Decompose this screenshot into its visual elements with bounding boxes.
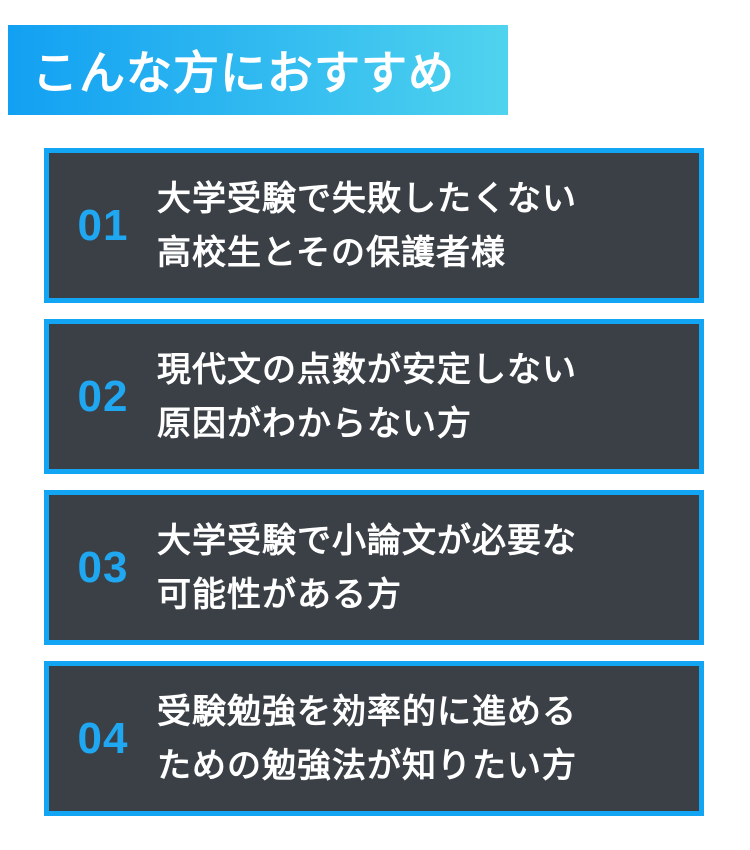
card-text-line: 受験勉強を効率的に進める [157,691,577,732]
card-text-line: 大学受験で小論文が必要な [157,520,577,561]
card-number: 01 [77,200,129,250]
card-text-line: 現代文の点数が安定しない [157,349,577,390]
card-text-line: 高校生とその保護者様 [157,232,506,273]
recommendation-list: 01 大学受験で失敗したくない 高校生とその保護者様 02 現代文の点数が安定し… [44,148,704,832]
card-text: 大学受験で小論文が必要な 可能性がある方 [157,514,577,622]
card-number: 04 [77,713,129,763]
recommendation-card-01: 01 大学受験で失敗したくない 高校生とその保護者様 [44,148,704,303]
recommendation-card-02: 02 現代文の点数が安定しない 原因がわからない方 [44,319,704,474]
page-title: こんな方におすすめ [32,46,455,100]
card-number: 02 [77,371,129,421]
card-text-line: 原因がわからない方 [157,403,472,444]
card-text-line: 可能性がある方 [157,574,402,615]
card-text: 現代文の点数が安定しない 原因がわからない方 [157,343,577,451]
card-text: 受験勉強を効率的に進める ための勉強法が知りたい方 [157,685,577,793]
recommendation-card-03: 03 大学受験で小論文が必要な 可能性がある方 [44,490,704,645]
recommendation-card-04: 04 受験勉強を効率的に進める ための勉強法が知りたい方 [44,661,704,816]
card-text-line: 大学受験で失敗したくない [157,178,577,219]
card-text-line: ための勉強法が知りたい方 [157,745,577,786]
card-number: 03 [77,542,129,592]
header-banner: こんな方におすすめ [8,25,508,115]
card-text: 大学受験で失敗したくない 高校生とその保護者様 [157,172,577,280]
